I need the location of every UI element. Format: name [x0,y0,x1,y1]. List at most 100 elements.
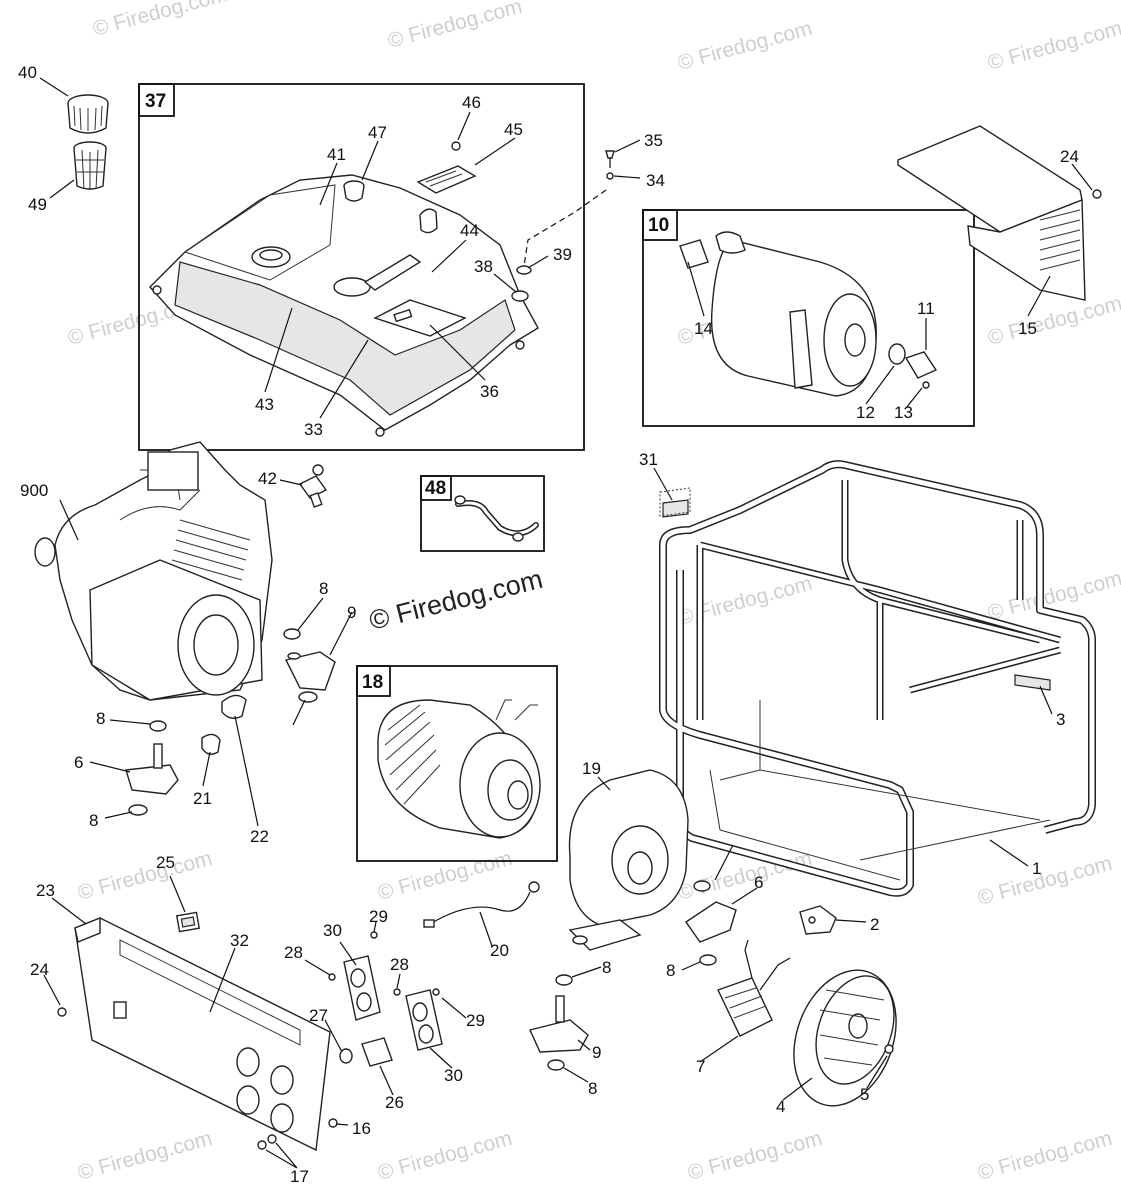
callout-number: 29 [466,1011,485,1030]
callout-number: 11 [917,299,935,318]
callout-number: 8 [666,961,675,980]
control-panel-drawing [57,916,338,1152]
watermark: © Firedog.com [90,0,229,41]
callout-number: 30 [323,921,342,940]
ground-wire-drawing [423,881,540,928]
idle-control-drawing [799,905,837,935]
callout-number: 36 [480,382,499,401]
callout-number: 24 [30,960,49,979]
watermark: © Firedog.com [685,1127,824,1185]
muffler-drawing [679,231,938,397]
end-cover-drawing [793,969,897,1107]
watermark: © Firedog.com [985,292,1121,350]
kit-label: 10 [648,215,669,236]
fuel-line-drawing [454,495,539,542]
watermark: © Firedog.com [675,17,814,75]
frame-drawing [659,460,1096,897]
watermark: © Firedog.com [975,852,1114,910]
callout-number: 43 [255,395,274,414]
lower-mount-drawing [529,974,589,1071]
breaker-drawing [339,1037,393,1067]
watermark: © Firedog.com [75,847,214,905]
callout-number: 6 [754,873,763,892]
callout-number: 14 [694,319,713,338]
kit-label: 18 [362,672,383,693]
callout-number: 15 [1018,319,1037,338]
watermark: © Firedog.com [985,17,1121,75]
fuel-gauge-drawing [416,141,477,234]
regulator-drawing [717,939,791,1037]
fuel-tank-drawing [149,174,539,437]
callout-number: 31 [639,450,658,469]
callout-number: 8 [319,579,328,598]
callout-number: 21 [193,789,212,808]
callout-number: 42 [258,469,277,488]
tank-hardware-drawing [511,150,615,302]
bearing-carrier-drawing [568,769,689,951]
kit-box-37: 37 [138,83,585,451]
watermark: © Firedog.com [975,1127,1114,1185]
top-cover-drawing [897,125,1102,301]
callout-number: 35 [644,131,663,150]
outlet-drawing [328,931,443,1051]
callout-number: 3 [1056,710,1065,729]
right-mount-drawing [685,880,737,966]
callout-number: 17 [290,1167,309,1186]
callout-number: 1 [1032,859,1041,878]
callout-number: 19 [582,759,601,778]
callout-number: 28 [390,955,409,974]
callout-number: 6 [74,753,83,772]
callout-number: 24 [1060,147,1079,166]
callout-number: 28 [284,943,303,962]
alternator-drawing [377,699,541,839]
callout-number: 30 [444,1066,463,1085]
kit-box-48: 48 [420,475,545,552]
callout-number: 34 [646,171,665,190]
callout-number: 39 [553,245,572,264]
callout-number: 8 [96,709,105,728]
callout-number: 45 [504,120,523,139]
fuel-valve-drawing [298,464,328,508]
watermark-main: © Firedog.com [366,564,545,636]
callout-number: 9 [592,1043,601,1062]
callout-number: 8 [588,1079,597,1098]
callout-number: 16 [352,1119,371,1138]
decal-drawing [659,487,691,517]
callout-number: 23 [36,881,55,900]
callout-number: 9 [347,603,356,622]
callout-number: 13 [894,403,913,422]
callout-number: 41 [327,145,346,164]
watermark: © Firedog.com [675,572,814,630]
grommet-drawing [343,180,365,202]
callout-number: 47 [368,123,387,142]
callout-number: 20 [490,941,509,960]
kit-box-18: 18 [356,665,558,862]
watermark: © Firedog.com [75,1127,214,1185]
callout-number: 33 [304,420,323,439]
callout-number: 27 [309,1006,328,1025]
watermark: © Firedog.com [375,847,514,905]
engine-mount-drawing [125,628,336,816]
callout-number: 7 [696,1057,705,1076]
kit-label: 37 [145,91,166,112]
leader-lines [39,77,1093,1169]
callout-number: 29 [369,907,388,926]
switch-drawing [175,911,201,933]
callout-number: 40 [18,63,37,82]
engine-drawing [34,441,273,701]
callout-number: 44 [460,221,479,240]
callout-number: 22 [250,827,269,846]
callout-number: 25 [156,853,175,872]
callout-number: 8 [89,811,98,830]
watermark: © Firedog.com [385,0,524,53]
kit-box-10: 10 [642,209,975,427]
callout-number: 26 [385,1093,404,1112]
callout-number: 8 [602,958,611,977]
watermark: © Firedog.com [375,1127,514,1185]
callout-number: 12 [856,403,875,422]
callout-numbers: 40 49 46 47 45 41 44 38 39 35 34 24 43 3… [18,63,1079,1186]
callout-number: 32 [230,931,249,950]
callout-number: 38 [474,257,493,276]
kit-label: 48 [425,478,446,499]
callout-number: 46 [462,93,481,112]
